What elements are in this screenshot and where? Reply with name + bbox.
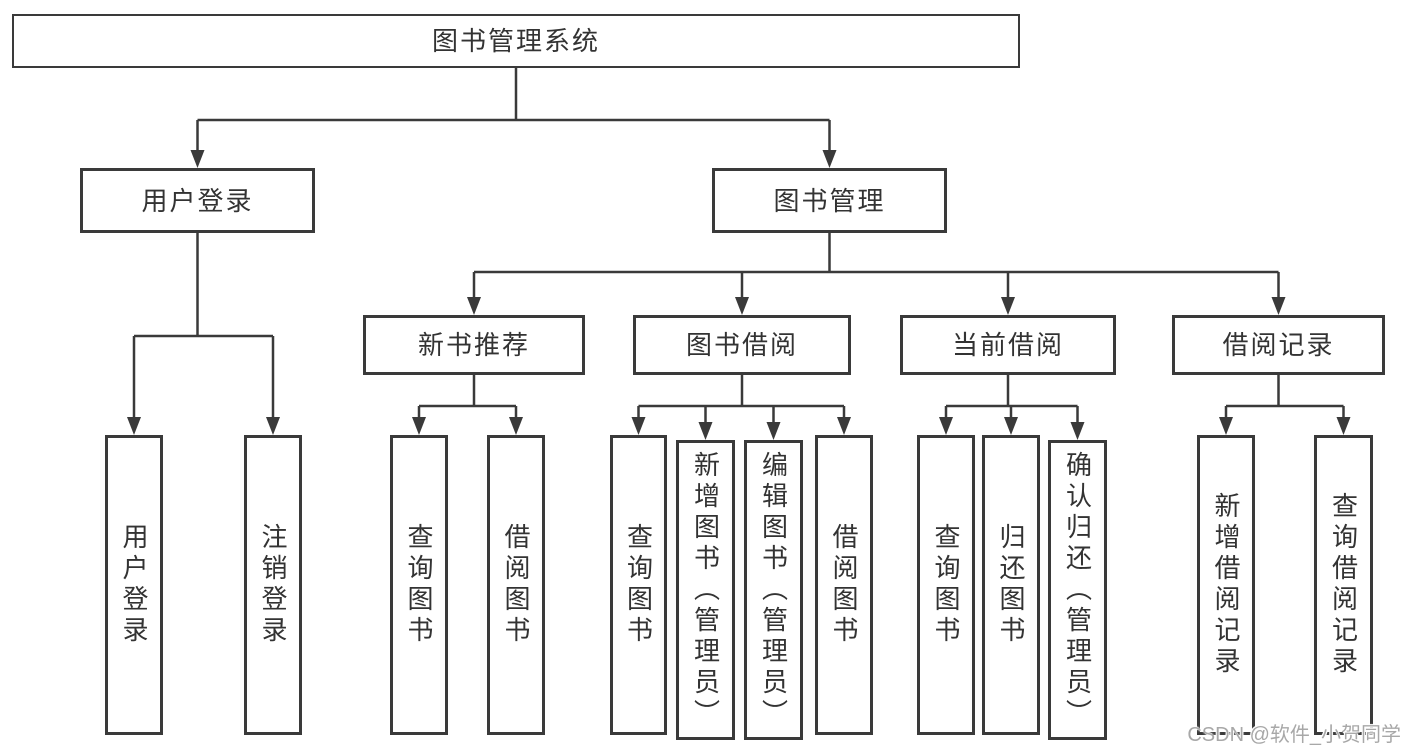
connector-newbooks-children xyxy=(417,375,518,419)
arrowhead xyxy=(1004,417,1018,435)
leaf-borrow-borrow-books: 借阅图书 xyxy=(815,435,873,735)
leaf-records-add-record: 新增借阅记录 xyxy=(1197,435,1255,735)
node-current-borrow-label: 当前借阅 xyxy=(951,330,1064,360)
node-new-book-recommend-label: 新书推荐 xyxy=(417,330,530,360)
leaf-borrow-add-books-admin: 新增图书（管理员） xyxy=(676,440,735,740)
arrowhead xyxy=(412,417,426,435)
leaf-borrow-query-books: 查询图书 xyxy=(610,435,667,735)
arrowhead xyxy=(1336,417,1351,435)
leaf-records-add-record-label: 新增借阅记录 xyxy=(1211,492,1241,678)
node-root-label: 图书管理系统 xyxy=(431,26,600,56)
arrowhead xyxy=(1271,297,1286,315)
leaf-current-query-books-label: 查询图书 xyxy=(931,523,961,647)
leaf-newbooks-query-books: 查询图书 xyxy=(390,435,448,735)
arrowhead xyxy=(735,297,749,315)
connector-book-mgmt-children xyxy=(472,233,1280,299)
node-user-login-label: 用户登录 xyxy=(141,185,254,216)
leaf-newbooks-borrow-books-label: 借阅图书 xyxy=(501,523,531,647)
leaf-logout-login: 注销登录 xyxy=(244,435,302,735)
node-book-borrow: 图书借阅 xyxy=(633,315,851,375)
leaf-user-login-label: 用户登录 xyxy=(119,523,149,647)
arrowheads xyxy=(127,150,1351,440)
node-borrow-records: 借阅记录 xyxy=(1172,315,1385,375)
leaf-borrow-borrow-books-label: 借阅图书 xyxy=(829,523,859,647)
node-book-management-label: 图书管理 xyxy=(773,185,886,216)
arrowhead xyxy=(939,417,953,435)
node-new-book-recommend: 新书推荐 xyxy=(363,315,585,375)
node-book-management: 图书管理 xyxy=(712,168,947,233)
arrowhead xyxy=(822,150,837,168)
arrowhead xyxy=(1219,417,1233,435)
connector-bookborrow-children xyxy=(637,375,846,424)
leaf-current-confirm-return-admin-label: 确认归还（管理员） xyxy=(1062,450,1093,730)
connector-user-login-children xyxy=(132,233,275,419)
arrowhead xyxy=(631,417,646,435)
node-borrow-records-label: 借阅记录 xyxy=(1222,330,1335,360)
node-user-login: 用户登录 xyxy=(80,168,315,233)
connector-borrowrecords-children xyxy=(1224,375,1345,419)
leaf-borrow-query-books-label: 查询图书 xyxy=(623,523,654,647)
arrowhead xyxy=(1001,297,1015,315)
node-root: 图书管理系统 xyxy=(12,14,1020,68)
arrowhead xyxy=(837,417,851,435)
arrowhead xyxy=(1070,422,1085,440)
leaf-borrow-add-books-admin-label: 新增图书（管理员） xyxy=(690,450,721,730)
csdn-watermark: CSDN @软件_小贺同学 xyxy=(1187,724,1401,746)
node-book-borrow-label: 图书借阅 xyxy=(685,330,798,360)
node-current-borrow: 当前借阅 xyxy=(900,315,1116,375)
leaf-current-return-books: 归还图书 xyxy=(982,435,1040,735)
arrowhead xyxy=(698,422,713,440)
leaf-borrow-edit-books-admin-label: 编辑图书（管理员） xyxy=(758,450,789,730)
leaf-newbooks-borrow-books: 借阅图书 xyxy=(487,435,545,735)
connector-currentborrow-children xyxy=(944,375,1079,424)
leaf-records-query-record-label: 查询借阅记录 xyxy=(1328,492,1359,678)
leaf-records-query-record: 查询借阅记录 xyxy=(1314,435,1373,735)
leaf-current-query-books: 查询图书 xyxy=(917,435,975,735)
arrowhead xyxy=(509,417,523,435)
arrowhead xyxy=(190,150,205,168)
leaf-current-confirm-return-admin: 确认归还（管理员） xyxy=(1048,440,1107,740)
leaf-current-return-books-label: 归还图书 xyxy=(996,523,1026,647)
arrowhead xyxy=(127,417,141,435)
leaf-newbooks-query-books-label: 查询图书 xyxy=(404,523,434,647)
leaf-user-login: 用户登录 xyxy=(105,435,163,735)
connector-root-to-level2 xyxy=(196,68,831,152)
leaf-logout-login-label: 注销登录 xyxy=(258,523,288,647)
arrowhead xyxy=(467,297,481,315)
arrowhead xyxy=(766,422,781,440)
leaf-borrow-edit-books-admin: 编辑图书（管理员） xyxy=(744,440,803,740)
arrowhead xyxy=(266,417,280,435)
